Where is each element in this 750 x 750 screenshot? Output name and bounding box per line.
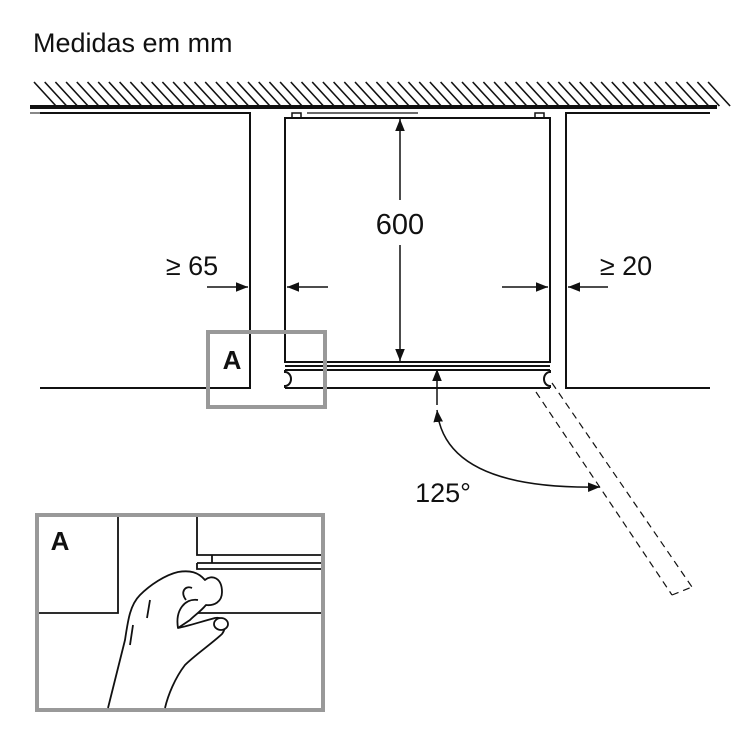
hatch-stroke: [236, 81, 260, 107]
hatch-stroke: [129, 81, 153, 107]
hatch-stroke: [557, 81, 581, 107]
hatch-stroke: [525, 81, 549, 107]
inset-a-label: A: [51, 526, 70, 556]
hatch-stroke: [311, 81, 335, 107]
detail-a-label: A: [223, 345, 242, 375]
hatch-stroke: [65, 81, 89, 107]
appliance: [284, 112, 551, 363]
hatch-stroke: [397, 81, 421, 107]
hatch-stroke: [204, 81, 228, 107]
hatch-stroke: [268, 81, 292, 107]
hatch-stroke: [226, 81, 250, 107]
hatch-stroke: [322, 81, 346, 107]
left-gap-label: ≥ 65: [166, 251, 218, 281]
hatch-stroke: [183, 81, 207, 107]
hatch-stroke: [707, 81, 731, 107]
hatch-stroke: [119, 81, 143, 107]
hatch-stroke: [621, 81, 646, 107]
hatch-stroke: [375, 81, 399, 107]
hand-illustration: [107, 570, 229, 709]
hatch-stroke: [461, 81, 485, 107]
hatch-stroke: [547, 81, 571, 107]
hatch-stroke: [482, 81, 506, 107]
hatch-stroke: [86, 81, 111, 107]
hatch-stroke: [450, 81, 474, 107]
depth-dimension-label: 600: [376, 209, 424, 241]
hatch-stroke: [172, 81, 196, 107]
hatch-stroke: [258, 81, 282, 107]
hatch-stroke: [504, 81, 528, 107]
hatch-stroke: [76, 81, 100, 107]
hatch-stroke: [654, 81, 678, 107]
hatch-stroke: [193, 81, 218, 107]
hatch-stroke: [589, 81, 613, 107]
hatch-stroke: [664, 81, 688, 107]
hatch-stroke: [161, 81, 185, 107]
appliance-door: [284, 365, 551, 389]
hatch-stroke: [536, 81, 560, 107]
hatch-stroke: [333, 81, 357, 107]
right-gap-label: ≥ 20: [600, 251, 652, 281]
hatch-stroke: [472, 81, 496, 107]
hatch-stroke: [300, 81, 325, 107]
hatch-stroke: [493, 81, 517, 107]
hatch-stroke: [54, 81, 78, 107]
hatch-stroke: [611, 81, 635, 107]
hatch-stroke: [290, 81, 314, 107]
right-cabinet: [565, 112, 710, 389]
hatch-stroke: [686, 81, 710, 107]
hatch-stroke: [279, 81, 303, 107]
opened-door-outline: [535, 382, 693, 596]
hatch-stroke: [365, 81, 389, 107]
wall-hatching: [33, 81, 731, 107]
hatch-stroke: [514, 81, 539, 107]
hatch-stroke: [418, 81, 442, 107]
hatch-stroke: [97, 81, 121, 107]
hatch-stroke: [568, 81, 592, 107]
hatch-stroke: [440, 81, 464, 107]
hatch-stroke: [429, 81, 453, 107]
hatch-stroke: [33, 81, 57, 107]
hatch-stroke: [108, 81, 132, 107]
hatch-stroke: [386, 81, 410, 107]
hatch-stroke: [675, 81, 699, 107]
hatch-stroke: [247, 81, 271, 107]
hatch-stroke: [600, 81, 624, 107]
hatch-stroke: [643, 81, 667, 107]
diagram-title: Medidas em mm: [33, 28, 233, 58]
hatch-stroke: [140, 81, 164, 107]
hatch-stroke: [343, 81, 367, 107]
hatch-stroke: [579, 81, 603, 107]
hatch-stroke: [354, 81, 378, 107]
hatch-stroke: [632, 81, 656, 107]
hatch-stroke: [215, 81, 239, 107]
hatch-stroke: [151, 81, 175, 107]
hatch-stroke: [44, 81, 68, 107]
detail-a-inset: A: [35, 513, 325, 712]
left-cabinet: [40, 112, 251, 389]
opening-angle-arc: [433, 409, 601, 493]
hatch-stroke: [407, 81, 432, 107]
opening-angle-label: 125°: [415, 478, 471, 508]
hatch-stroke: [696, 81, 720, 107]
detail-a-marker: [206, 330, 327, 409]
